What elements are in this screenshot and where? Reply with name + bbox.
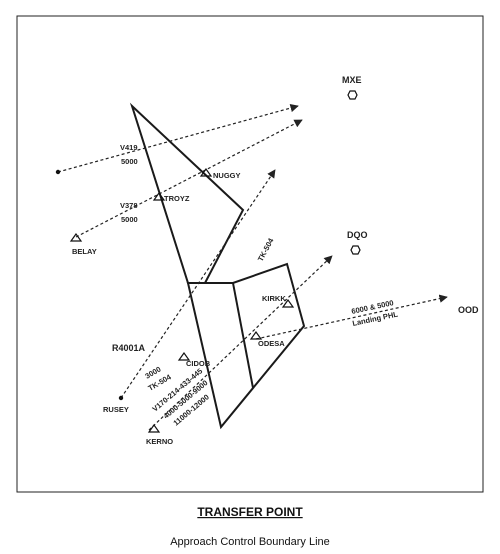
kirkk-triangle-icon [281, 298, 295, 308]
lower-boundary-polygon [186, 262, 306, 430]
v378-label: V378 [120, 201, 138, 210]
page-title: TRANSFER POINT [197, 505, 303, 519]
mxe-vor-icon [347, 90, 358, 100]
kerno-label: KERNO [146, 437, 173, 446]
rusey-label: RUSEY [103, 405, 129, 414]
v419-label: V419 [120, 143, 138, 152]
kirkk-label: KIRKK [262, 294, 286, 303]
troyz-triangle-icon [152, 191, 166, 201]
page-subtitle: Approach Control Boundary Line [170, 536, 330, 548]
nuggy-label: NUGGY [213, 171, 241, 180]
kerno-triangle-icon [147, 423, 161, 433]
cidob-triangle-icon [177, 351, 191, 361]
dqo-vor-icon [350, 245, 361, 255]
v378-altitude: 5000 [121, 215, 138, 224]
r4001a-label: R4001A [112, 343, 146, 353]
cidob-label: CIDOB [186, 359, 211, 368]
v419-origin-dot [55, 169, 61, 175]
mxe-label: MXE [342, 75, 362, 85]
map-frame [16, 15, 484, 493]
belay-triangle-icon [69, 232, 83, 242]
troyz-label: TROYZ [164, 194, 190, 203]
v419-altitude: 5000 [121, 157, 138, 166]
route-v170 [148, 255, 333, 431]
boundary-divider-line [232, 282, 254, 389]
odesa-label: ODESA [258, 339, 285, 348]
route-ood [255, 294, 448, 340]
belay-label: BELAY [72, 247, 97, 256]
tk504-upper-label: TK-504 [256, 236, 276, 263]
route-v419 [57, 103, 299, 173]
nuggy-triangle-icon [199, 167, 213, 177]
rusey-dot [118, 395, 124, 401]
ood-label: OOD [458, 305, 479, 315]
dqo-label: DQO [347, 230, 368, 240]
route-v378 [75, 119, 303, 238]
odesa-triangle-icon [249, 330, 263, 340]
route-tk504 [120, 169, 276, 399]
